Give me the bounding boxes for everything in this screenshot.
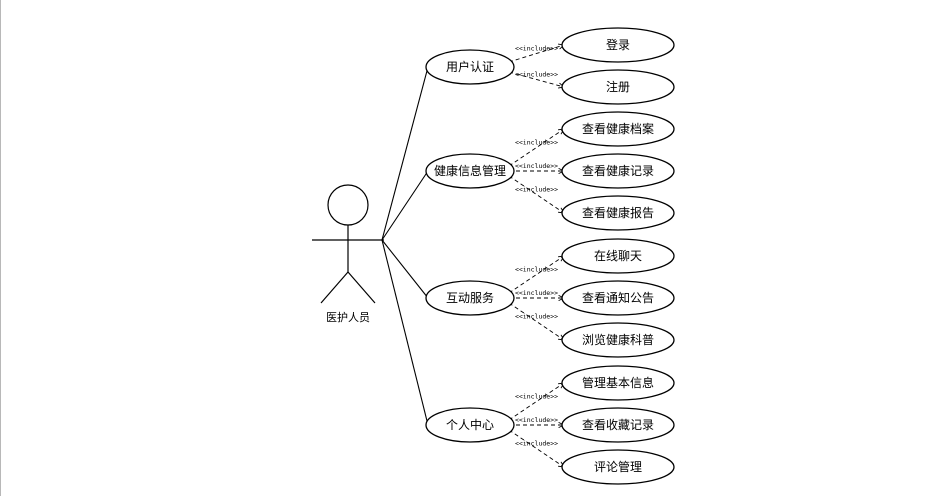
actor-right-leg bbox=[347, 271, 376, 304]
actor-label: 医护人员 bbox=[326, 310, 370, 324]
use-case-favorites-label: 查看收藏记录 bbox=[582, 418, 654, 432]
include-favorites: <<include>> bbox=[509, 416, 566, 429]
include-stereotype-label: <<include>> bbox=[515, 440, 558, 448]
use-case-view-archive: 查看健康档案 bbox=[561, 111, 675, 147]
use-case-view-report-label: 查看健康报告 bbox=[582, 205, 654, 220]
include-stereotype-label: <<include>> bbox=[515, 289, 558, 297]
include-science: <<include>> bbox=[508, 302, 565, 341]
include-stereotype-label: <<include>> bbox=[515, 393, 558, 401]
use-case-comments-label: 评论管理 bbox=[594, 459, 642, 474]
include-stereotype-label: <<include>> bbox=[515, 186, 558, 194]
use-case-view-record: 查看健康记录 bbox=[561, 153, 675, 189]
use-case-interact: 互动服务 bbox=[425, 280, 515, 316]
actor-left-leg bbox=[320, 271, 349, 304]
use-case-basic-info-ellipse bbox=[561, 365, 675, 401]
use-case-login-label: 登录 bbox=[606, 37, 630, 52]
use-case-chat: 在线聊天 bbox=[561, 238, 675, 274]
use-case-auth: 用户认证 bbox=[425, 49, 515, 85]
include-line bbox=[508, 44, 565, 63]
include-basic-info: <<include>> bbox=[508, 382, 565, 421]
use-case-health-label: 健康信息管理 bbox=[434, 163, 506, 178]
include-stereotype-label: <<include>> bbox=[515, 139, 558, 147]
include-line bbox=[508, 429, 565, 468]
use-case-register-label: 注册 bbox=[606, 79, 630, 94]
include-stereotype-label: <<include>> bbox=[515, 313, 558, 321]
include-view-archive: <<include>> bbox=[508, 128, 565, 167]
include-stereotype-label: <<include>> bbox=[515, 266, 558, 274]
use-case-notice: 查看通知公告 bbox=[561, 280, 675, 316]
use-case-health-ellipse bbox=[425, 153, 515, 189]
include-register: <<include>> bbox=[508, 71, 565, 89]
include-stereotype-label: <<include>> bbox=[515, 45, 558, 53]
include-comments: <<include>> bbox=[508, 429, 565, 468]
use-case-basic-info-label: 管理基本信息 bbox=[582, 375, 654, 390]
use-case-health: 健康信息管理 bbox=[425, 153, 515, 189]
include-line bbox=[508, 71, 565, 88]
use-case-register: 注册 bbox=[561, 69, 675, 105]
use-case-interact-label: 互动服务 bbox=[446, 290, 494, 305]
include-stereotype-label: <<include>> bbox=[515, 416, 558, 424]
use-case-science: 浏览健康科普 bbox=[561, 322, 675, 358]
use-case-personal-label: 个人中心 bbox=[446, 417, 494, 432]
use-case-notice-ellipse bbox=[561, 280, 675, 316]
include-login: <<include>> bbox=[508, 43, 565, 63]
use-case-view-archive-ellipse bbox=[561, 111, 675, 147]
use-case-basic-info: 管理基本信息 bbox=[561, 365, 675, 401]
use-case-notice-label: 查看通知公告 bbox=[582, 291, 654, 305]
association-interact bbox=[381, 239, 429, 299]
include-line bbox=[508, 175, 565, 214]
use-case-interact-ellipse bbox=[425, 280, 515, 316]
include-stereotype-label: <<include>> bbox=[515, 71, 558, 79]
use-case-view-report-ellipse bbox=[561, 195, 675, 231]
include-view-report: <<include>> bbox=[508, 175, 565, 214]
use-case-view-record-ellipse bbox=[561, 153, 675, 189]
use-case-chat-ellipse bbox=[561, 238, 675, 274]
include-view-record: <<include>> bbox=[509, 162, 566, 175]
use-case-login-ellipse bbox=[561, 27, 675, 63]
use-case-auth-label: 用户认证 bbox=[446, 59, 494, 74]
use-case-science-label: 浏览健康科普 bbox=[582, 332, 654, 347]
use-case-view-archive-label: 查看健康档案 bbox=[582, 121, 654, 136]
association-health bbox=[381, 170, 429, 241]
association-personal bbox=[381, 239, 429, 426]
use-case-favorites: 查看收藏记录 bbox=[561, 407, 675, 443]
include-line bbox=[508, 382, 565, 421]
include-line bbox=[508, 128, 565, 167]
use-case-comments: 评论管理 bbox=[561, 449, 675, 485]
use-case-register-ellipse bbox=[561, 69, 675, 105]
include-stereotype-label: <<include>> bbox=[515, 162, 558, 170]
include-notice: <<include>> bbox=[509, 289, 566, 302]
use-case-login: 登录 bbox=[561, 27, 675, 63]
use-case-view-report: 查看健康报告 bbox=[561, 195, 675, 231]
use-case-view-record-label: 查看健康记录 bbox=[582, 163, 654, 178]
include-line bbox=[508, 302, 565, 341]
use-case-comments-ellipse bbox=[561, 449, 675, 485]
use-case-science-ellipse bbox=[561, 322, 675, 358]
use-case-favorites-ellipse bbox=[561, 407, 675, 443]
association-auth bbox=[381, 66, 429, 241]
include-chat: <<include>> bbox=[508, 255, 565, 294]
use-case-chat-label: 在线聊天 bbox=[594, 249, 642, 263]
use-case-personal: 个人中心 bbox=[425, 407, 515, 443]
links-layer: <<include>> <<include>> <<include>> <<inclu… bbox=[381, 43, 566, 468]
include-line bbox=[508, 255, 565, 294]
actor: 医护人员 bbox=[312, 184, 384, 324]
use-case-auth-ellipse bbox=[425, 49, 515, 85]
use-case-personal-ellipse bbox=[425, 407, 515, 443]
actor-head bbox=[327, 184, 369, 226]
